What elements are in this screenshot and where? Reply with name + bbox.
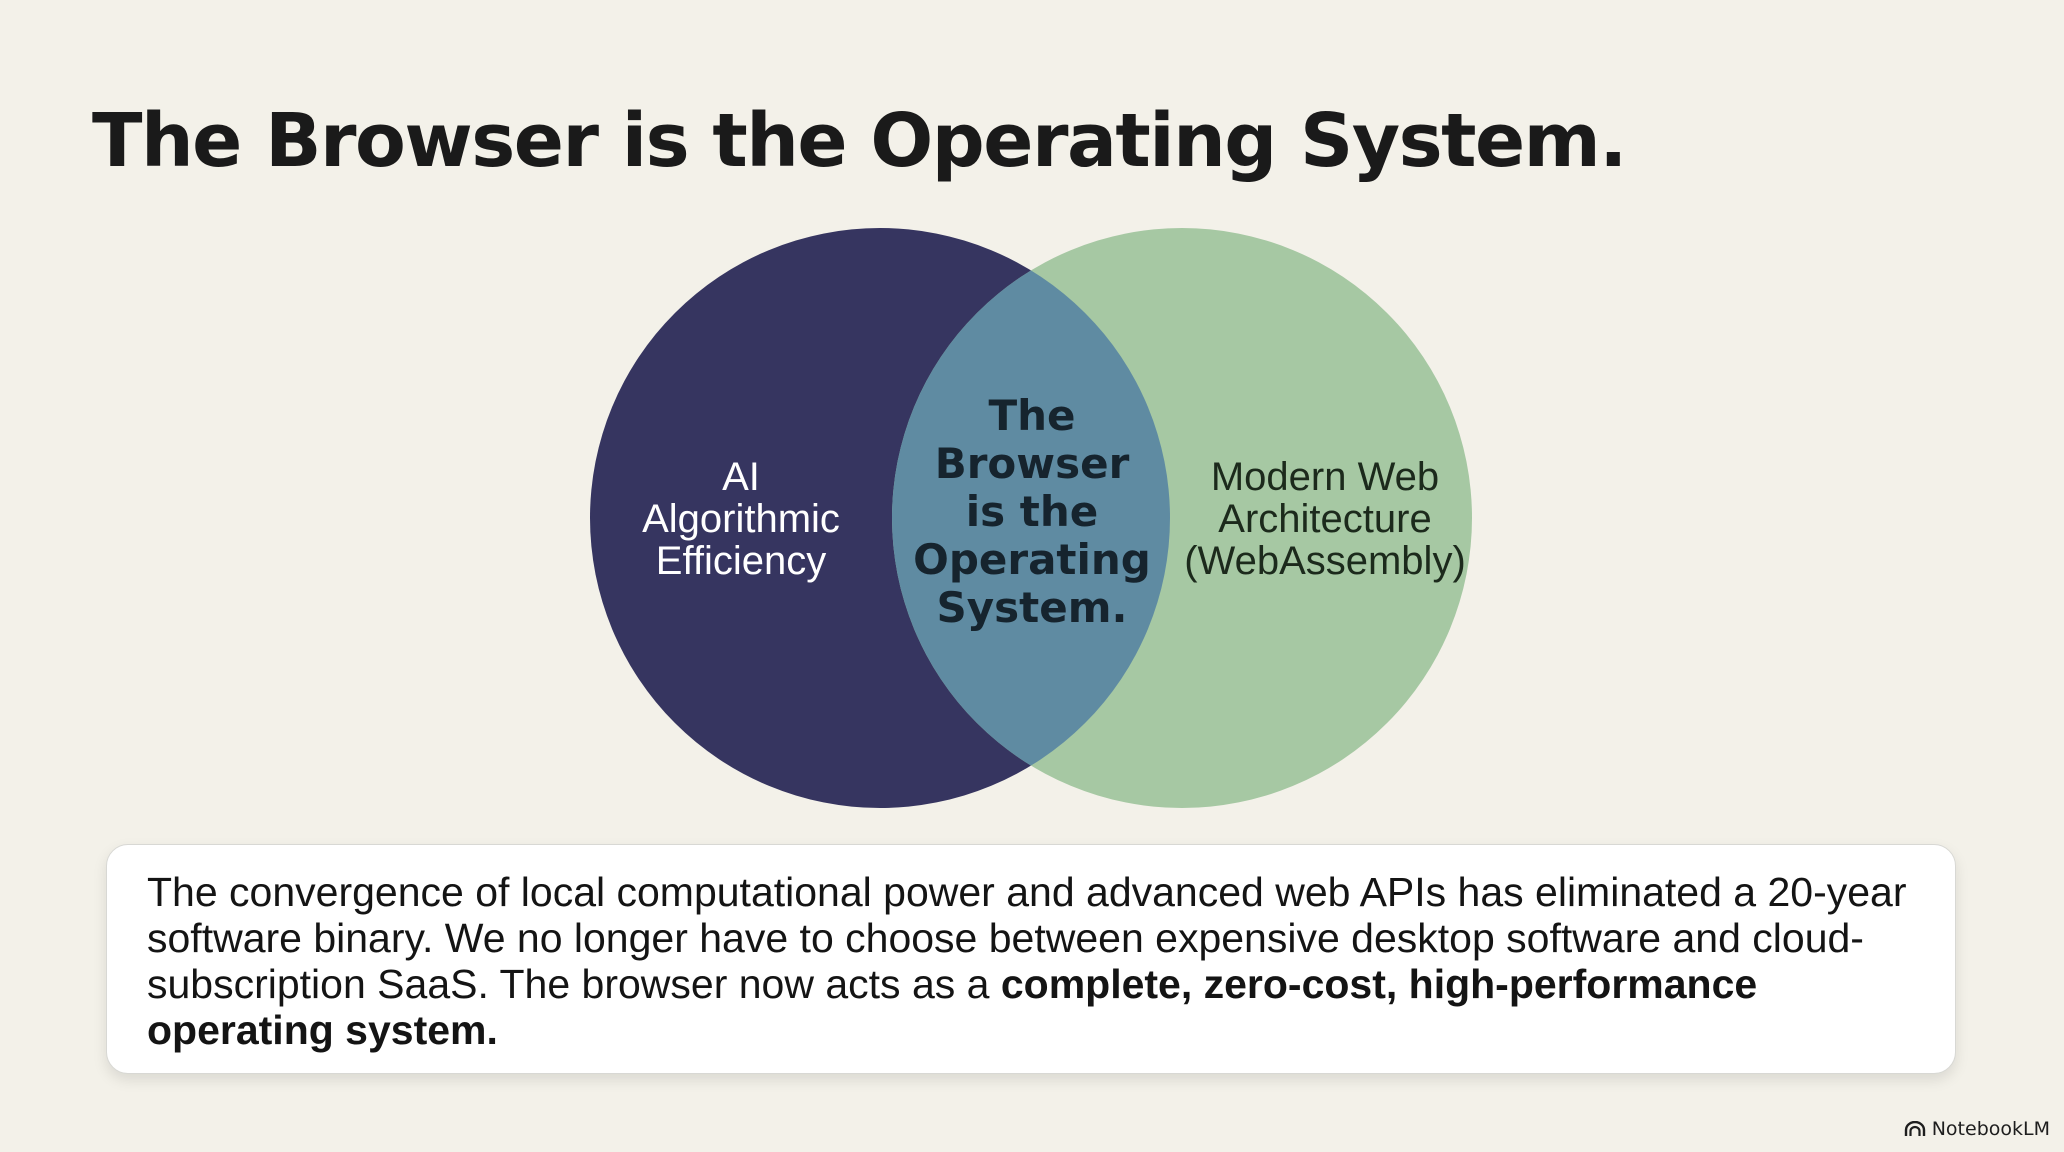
- brand-name: NotebookLM: [1931, 1118, 2050, 1140]
- slide-title: The Browser is the Operating System.: [92, 98, 1627, 184]
- venn-label-right: Modern Web Architecture (WebAssembly): [1184, 455, 1466, 583]
- summary-text-bold: complete, zero-cost, high-performance op…: [147, 961, 1758, 1053]
- summary-text: The convergence of local computational p…: [147, 869, 1915, 1053]
- brand-watermark: NotebookLM: [1904, 1118, 2050, 1140]
- summary-box: The convergence of local computational p…: [106, 844, 1956, 1074]
- notebooklm-logo-icon: [1904, 1121, 1925, 1136]
- venn-intersection: [892, 228, 1170, 808]
- venn-label-left: AI Algorithmic Efficiency: [642, 455, 840, 583]
- summary-text-regular: The convergence of local computational p…: [147, 869, 1907, 1007]
- venn-label-intersection: The Browser is the Operating System.: [913, 391, 1151, 632]
